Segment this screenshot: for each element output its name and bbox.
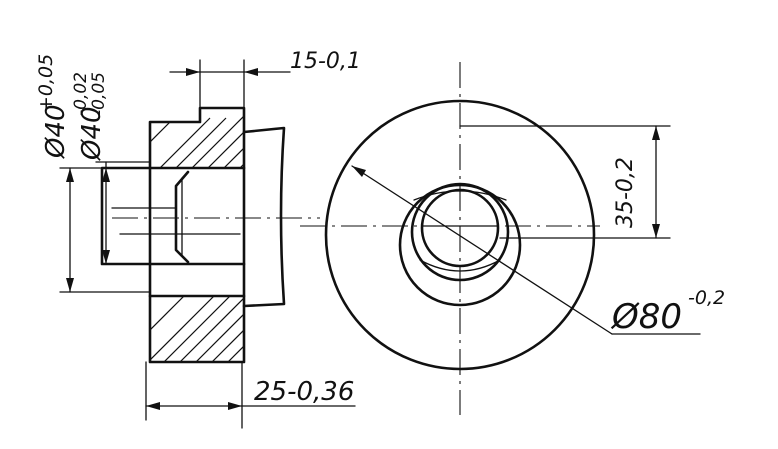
- svg-text:+0,05: +0,05: [35, 54, 57, 112]
- section-view: [100, 106, 320, 364]
- svg-text:Ø40: Ø40: [41, 104, 71, 159]
- front-view: [300, 62, 701, 415]
- dimension-label-outer-diameter: Ø80 -0,2: [610, 287, 725, 337]
- svg-text:-0,2: -0,2: [688, 287, 725, 309]
- shaft-stub: [100, 166, 152, 266]
- svg-text:Ø40: Ø40: [77, 106, 107, 161]
- dimension-label-step-width: 15-0,1: [290, 49, 361, 74]
- dimension-label-overall-width: 25-0,36: [254, 377, 354, 407]
- section-hatching-top: [150, 108, 244, 168]
- section-hatching-bottom: [150, 296, 244, 362]
- svg-text:-0,02: -0,02: [71, 72, 91, 116]
- svg-text:-0,05: -0,05: [89, 72, 109, 116]
- dimension-lines-left: [59, 59, 356, 429]
- dimension-label-radius-offset: 35-0,2: [613, 157, 638, 228]
- dimension-label-bore: Ø40 +0,05: [35, 54, 71, 159]
- dimension-label-shaft: Ø40 -0,02 -0,05: [71, 72, 109, 161]
- svg-text:Ø80: Ø80: [610, 297, 682, 337]
